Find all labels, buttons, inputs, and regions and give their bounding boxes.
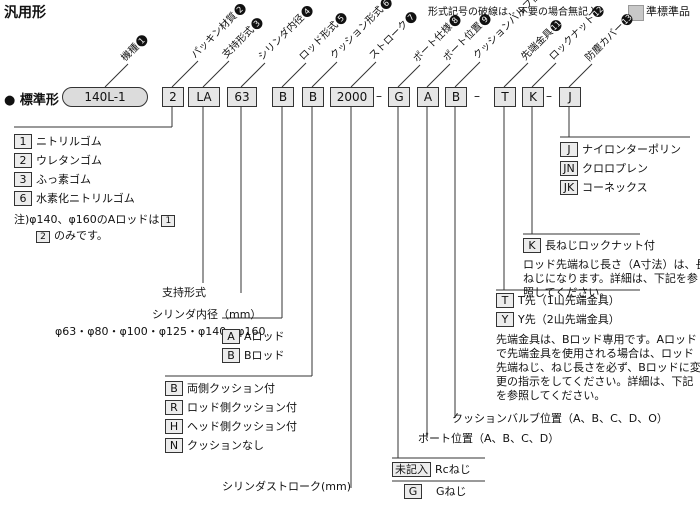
code-bore: 63 xyxy=(227,87,257,107)
bore-values: φ63・φ80・φ100・φ125・φ140・φ160 xyxy=(55,325,266,338)
code-packing: 2 xyxy=(162,87,184,107)
code-port-spec: G xyxy=(388,87,410,107)
legend-note: 形式記号の破線は、不要の場合無記入。 xyxy=(428,7,608,18)
valve-pos-label: クッションバルブ位置（A、B、C、D、O） xyxy=(452,412,668,425)
page-title: 汎用形 xyxy=(4,5,46,21)
bore-label: シリンダ内径（mm） xyxy=(152,308,262,321)
dash-3: – xyxy=(546,89,552,103)
code-stroke: 2000 xyxy=(330,87,374,107)
code-valve-pos: B xyxy=(445,87,467,107)
legend-std-label: 準標準品 xyxy=(646,5,690,18)
code-rod: B xyxy=(272,87,294,107)
code-port-pos: A xyxy=(417,87,439,107)
code-locknut: K xyxy=(522,87,544,107)
tip-note: 先端金具は、Bロッド専用です。Aロッドで先端金具を使用される場合は、ロッド先端ね… xyxy=(496,333,700,402)
stroke-label: シリンダストローク(mm) xyxy=(222,480,352,493)
model-pill: 140L-1 xyxy=(62,87,148,107)
code-support: LA xyxy=(188,87,220,107)
row-label: ● 標準形 xyxy=(4,93,59,108)
code-cushion: B xyxy=(302,87,324,107)
support-label: 支持形式 xyxy=(162,286,206,299)
locknut-note: ロッド先端ねじ長さ（A寸法）は、長ねじになります。詳細は、下記を参照してください… xyxy=(523,258,700,299)
code-cover: J xyxy=(559,87,581,107)
dash-2: – xyxy=(474,89,480,103)
dash-1: – xyxy=(376,89,382,103)
port-pos-label: ポート位置（A、B、C、D） xyxy=(418,432,560,445)
code-tip: T xyxy=(494,87,516,107)
